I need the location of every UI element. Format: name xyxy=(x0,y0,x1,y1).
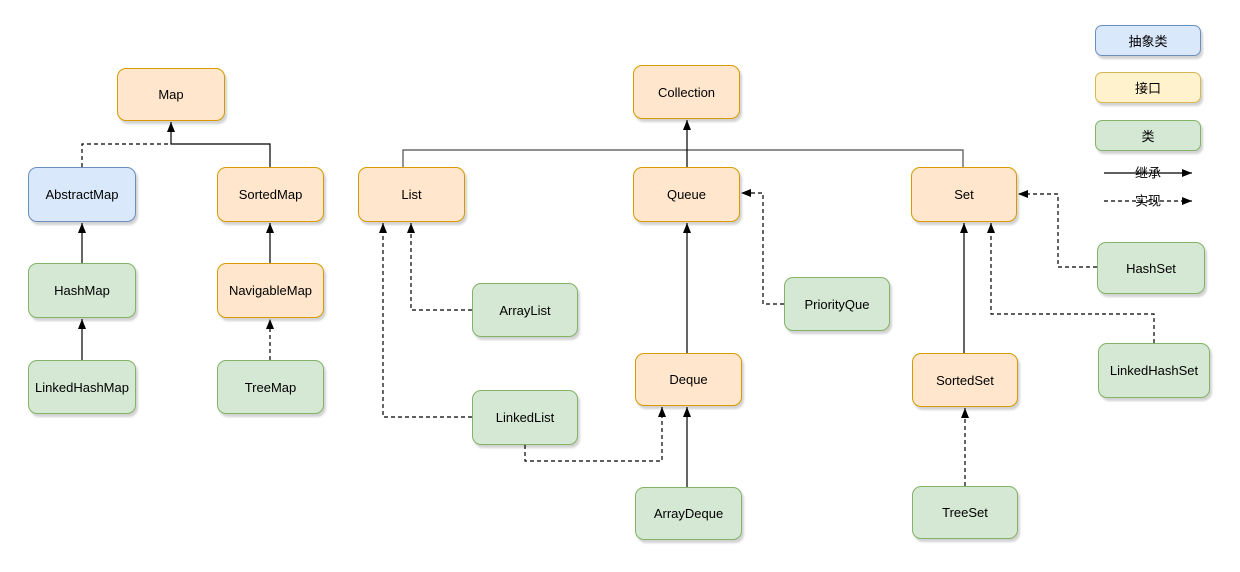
node-arraydeque: ArrayDeque xyxy=(635,487,742,540)
node-sortedmap-label: SortedMap xyxy=(238,187,303,202)
legend-item-class-label: 类 xyxy=(1141,129,1155,144)
node-hashmap: HashMap xyxy=(28,263,136,318)
node-linkedlist-label: LinkedList xyxy=(495,410,555,425)
node-arraylist: ArrayList xyxy=(472,283,578,337)
node-deque: Deque xyxy=(635,353,742,406)
node-map: Map xyxy=(117,68,225,121)
legend-arrow-extends-label: 继承 xyxy=(1135,166,1161,181)
node-hashset-label: HashSet xyxy=(1126,260,1176,276)
edge-collection-bus xyxy=(402,149,964,167)
node-linkedlist: LinkedList xyxy=(472,390,578,445)
node-arraydeque-label: ArrayDeque xyxy=(653,506,724,521)
node-abstractmap: AbstractMap xyxy=(28,167,136,222)
node-list: List xyxy=(358,167,465,222)
edge-arraylist-list xyxy=(407,223,472,311)
node-linkedhashset: LinkedHashSet xyxy=(1098,343,1210,398)
node-treemap-label: TreeMap xyxy=(244,379,297,395)
node-linkedhashmap: LinkedHashMap xyxy=(28,360,136,414)
node-queue-label: Queue xyxy=(666,187,707,202)
node-hashmap-label: HashMap xyxy=(54,283,110,298)
legend-item-abstract-class-label: 抽象类 xyxy=(1128,34,1168,49)
edge-linkedlist-list xyxy=(379,223,472,418)
node-treeset-label: TreeSet xyxy=(942,505,988,520)
legend-item-class: 类 xyxy=(1095,120,1201,151)
edge-abstractmap-map xyxy=(81,143,170,167)
legend-item-interface-label: 接口 xyxy=(1134,81,1161,96)
edge-sortedmap-map xyxy=(167,122,271,167)
node-navigablemap-label: NavigableMap xyxy=(228,283,313,298)
legend-arrow-implements: 实现 xyxy=(1104,194,1192,209)
node-set-label: Set xyxy=(954,187,974,202)
node-linkedhashmap-label: LinkedHashMap xyxy=(35,379,129,395)
edge-priorityque-queue xyxy=(741,189,784,305)
node-navigablemap: NavigableMap xyxy=(217,263,324,318)
node-treemap: TreeMap xyxy=(217,360,324,414)
node-priorityque-label: PriorityQue xyxy=(804,296,870,312)
legend-arrow-extends: 继承 xyxy=(1104,166,1192,181)
node-set: Set xyxy=(911,167,1017,222)
edge-linkedhashset-set xyxy=(987,223,1155,343)
edge-hashset-set xyxy=(1018,190,1097,268)
node-abstractmap-label: AbstractMap xyxy=(45,187,119,202)
node-deque-label: Deque xyxy=(669,372,708,387)
node-collection: Collection xyxy=(633,65,740,119)
edges-group xyxy=(78,120,1155,487)
node-list-label: List xyxy=(401,187,422,202)
node-sortedmap: SortedMap xyxy=(217,167,324,222)
node-linkedhashset-label: LinkedHashSet xyxy=(1109,363,1199,378)
node-queue: Queue xyxy=(633,167,740,222)
node-priorityque: PriorityQue xyxy=(784,277,890,331)
node-hashset: HashSet xyxy=(1097,242,1205,294)
node-treeset: TreeSet xyxy=(912,486,1018,539)
legend-arrow-implements-label: 实现 xyxy=(1135,194,1161,209)
edge-linkedlist-deque xyxy=(524,407,666,462)
node-arraylist-label: ArrayList xyxy=(499,302,551,318)
node-sortedset-label: SortedSet xyxy=(936,372,994,388)
node-sortedset: SortedSet xyxy=(912,353,1018,407)
legend-item-abstract-class: 抽象类 xyxy=(1095,25,1201,56)
node-collection-label: Collection xyxy=(657,84,716,100)
node-map-label: Map xyxy=(158,87,184,102)
legend-item-interface: 接口 xyxy=(1095,72,1201,103)
